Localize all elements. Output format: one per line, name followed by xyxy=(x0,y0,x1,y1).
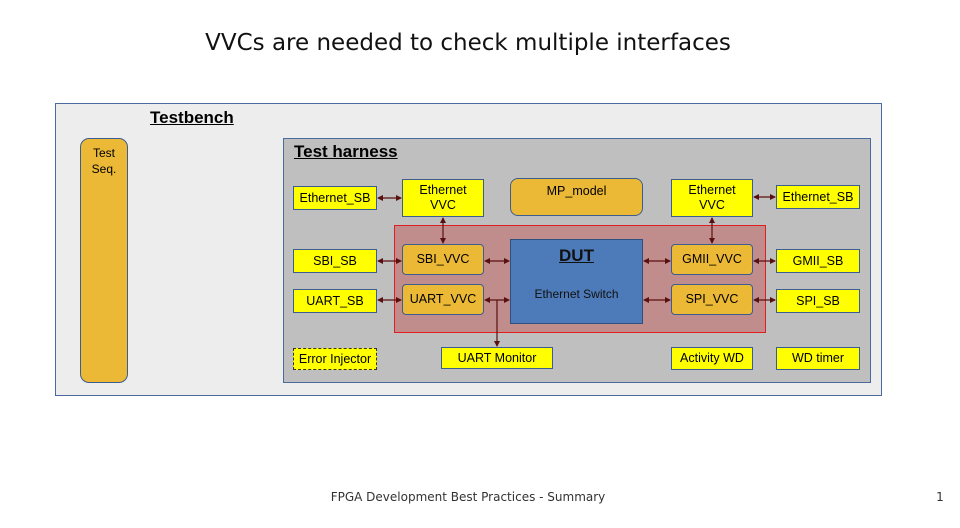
sbi-vvc-block: SBI_VVC xyxy=(402,244,484,275)
page-number: 1 xyxy=(936,490,944,504)
uart-vvc-block: UART_VVC xyxy=(402,284,484,315)
sbi-sb-block: SBI_SB xyxy=(293,249,377,273)
mp-model-block: MP_model xyxy=(510,178,643,216)
dut-title: DUT xyxy=(559,246,594,265)
error-injector-block: Error Injector xyxy=(293,348,377,370)
activity-wd-block: Activity WD xyxy=(671,347,753,370)
uart-monitor-block: UART Monitor xyxy=(441,347,553,369)
dut-block xyxy=(510,239,643,324)
ethernet-vvc-left: Ethernet VVC xyxy=(402,179,484,217)
wd-timer-block: WD timer xyxy=(776,347,860,370)
spi-vvc-block: SPI_VVC xyxy=(671,284,753,315)
dut-sub-label: Ethernet Switch xyxy=(534,287,619,301)
spi-sb-block: SPI_SB xyxy=(776,289,860,313)
uart-sb-block: UART_SB xyxy=(293,289,377,313)
testbench-title: Testbench xyxy=(150,108,234,127)
gmii-sb-block: GMII_SB xyxy=(776,249,860,273)
footer-text: FPGA Development Best Practices - Summar… xyxy=(330,490,606,504)
slide-title: VVCs are needed to check multiple interf… xyxy=(205,30,731,56)
ethernet-sb-left: Ethernet_SB xyxy=(293,186,377,210)
test-harness-title: Test harness xyxy=(294,142,398,161)
ethernet-vvc-right: Ethernet VVC xyxy=(671,179,753,217)
ethernet-sb-right: Ethernet_SB xyxy=(776,185,860,209)
test-seq-block: Test Seq. xyxy=(80,138,128,383)
gmii-vvc-block: GMII_VVC xyxy=(671,244,753,275)
